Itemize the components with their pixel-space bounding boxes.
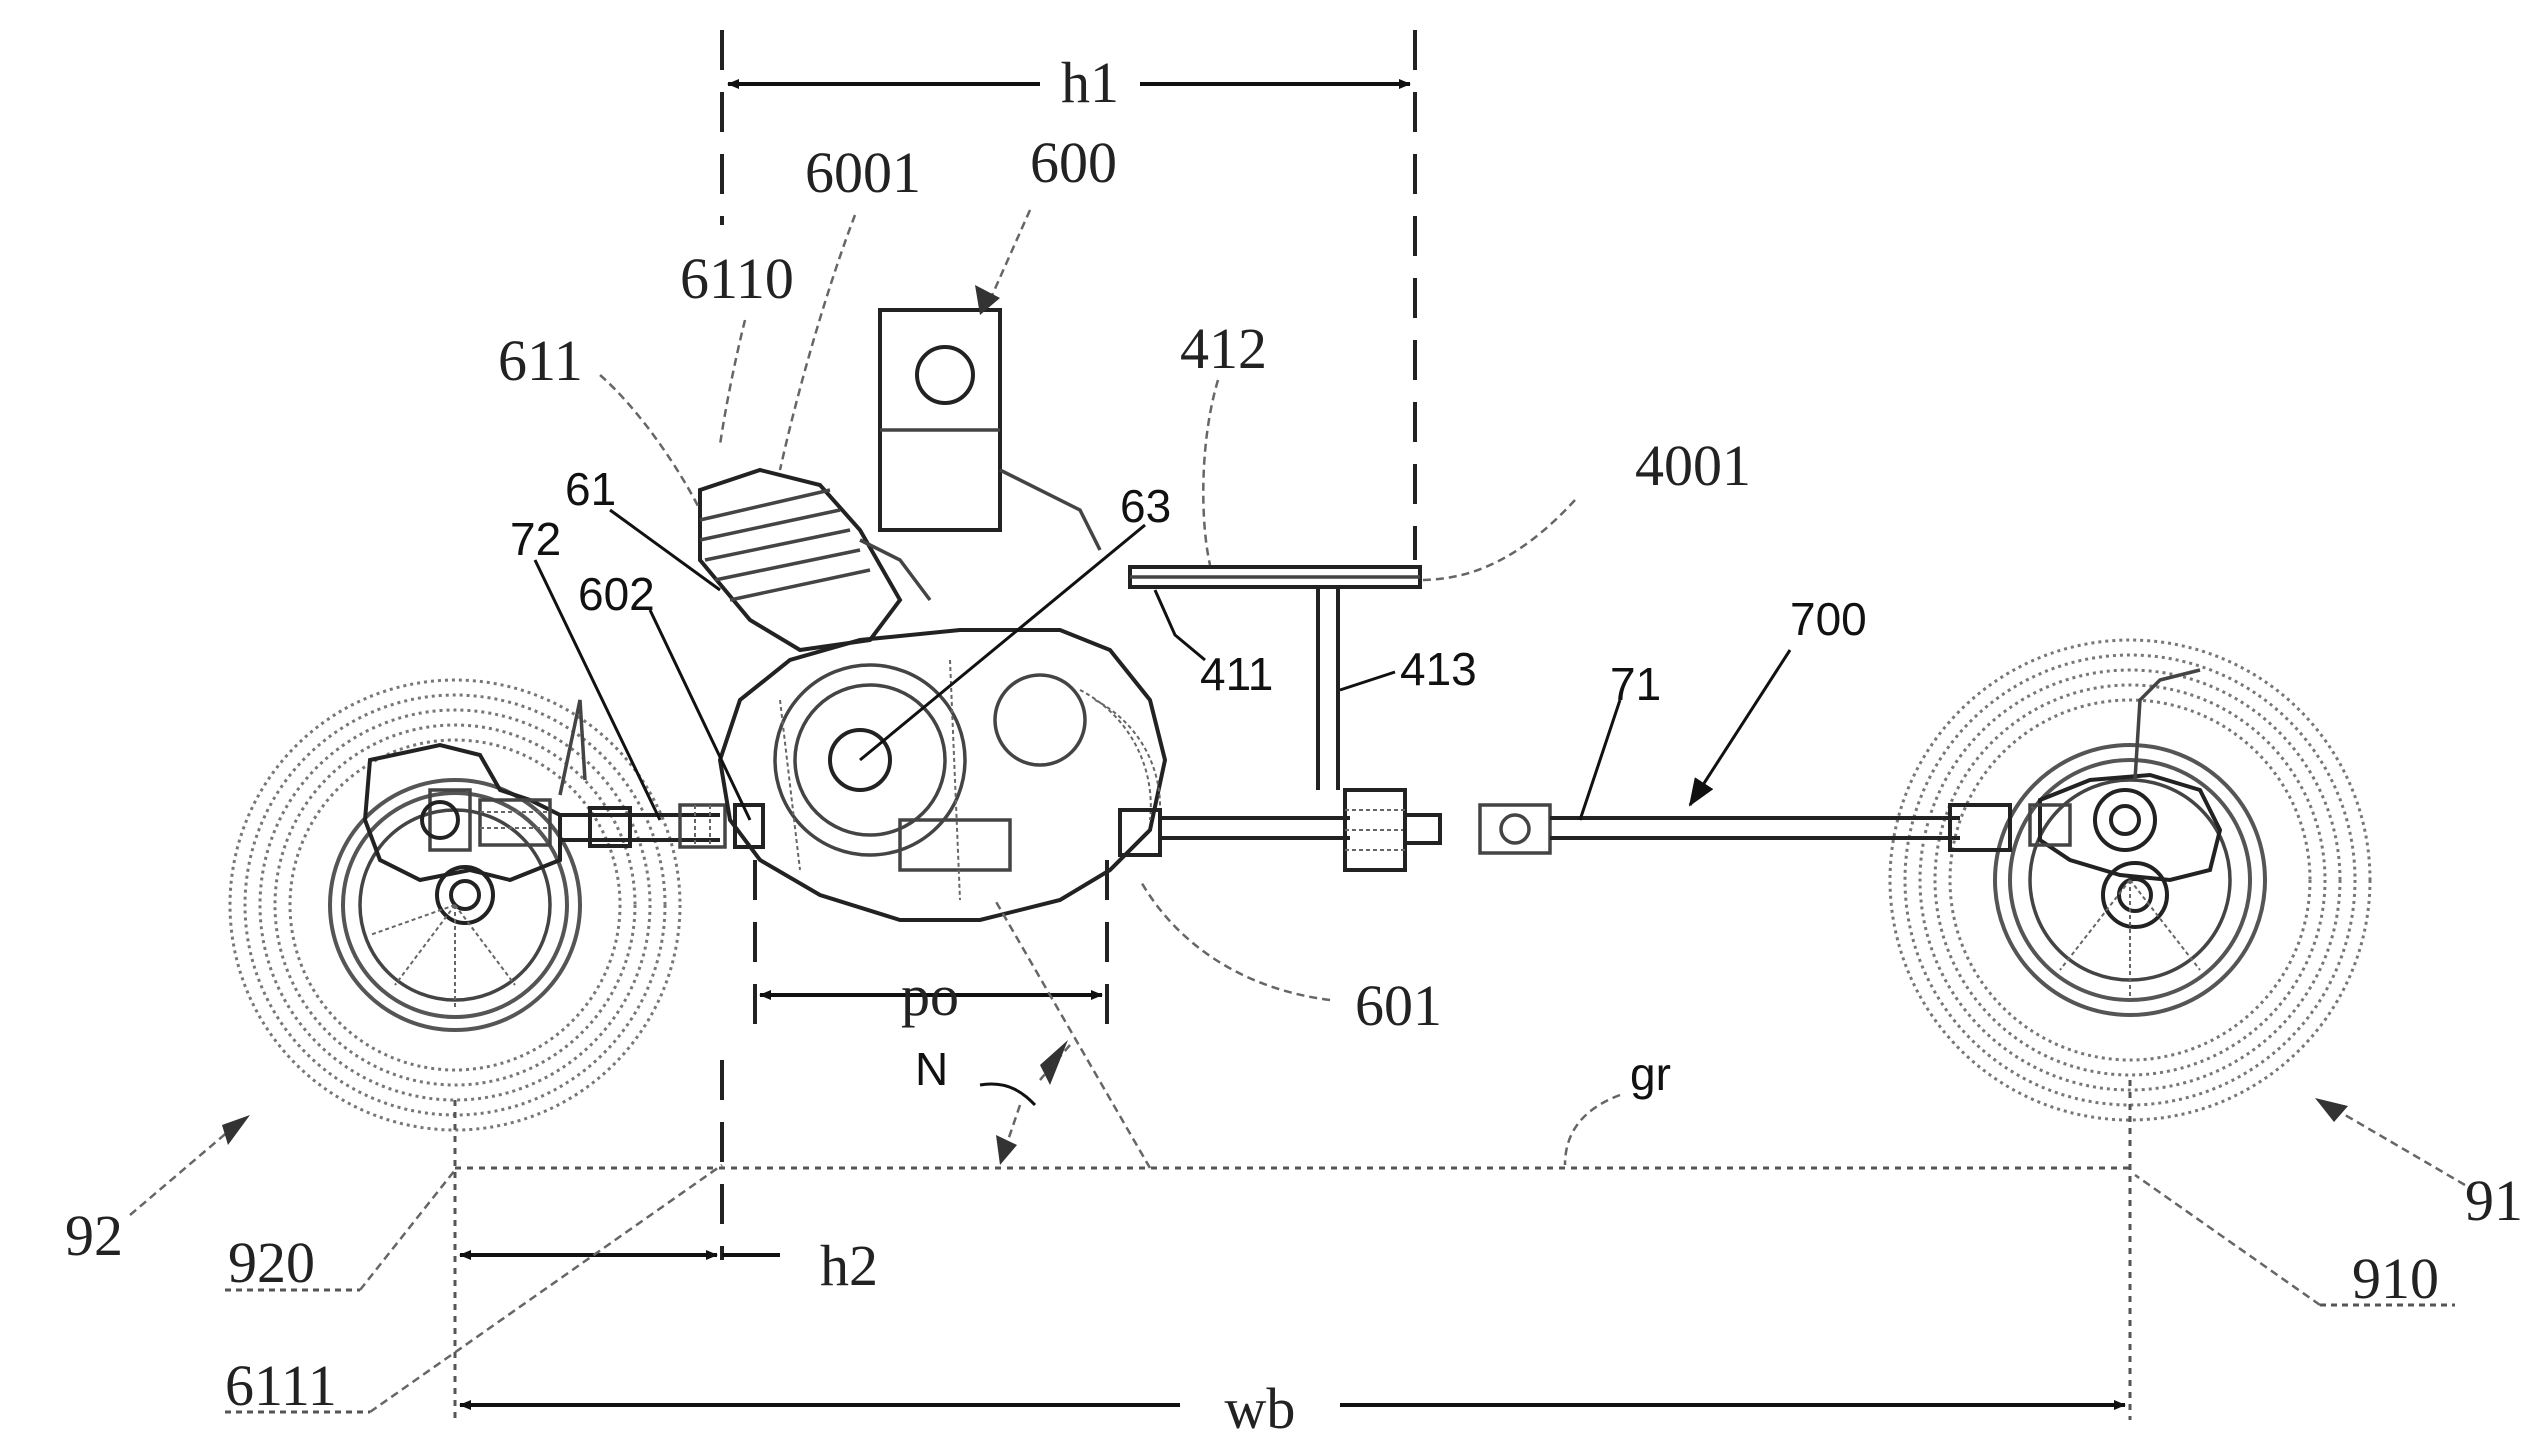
label-412: 412 — [1180, 316, 1267, 381]
label-91: 91 — [2465, 1168, 2523, 1233]
label-910: 910 — [2352, 1246, 2439, 1311]
label-63: 63 — [1120, 480, 1171, 532]
label-wb: wb — [1225, 1376, 1296, 1436]
label-411: 411 — [1200, 648, 1273, 700]
label-611: 611 — [498, 328, 583, 393]
label-600: 600 — [1030, 130, 1117, 195]
label-gr: gr — [1630, 1048, 1671, 1100]
label-71: 71 — [1610, 658, 1661, 710]
label-N: N — [915, 1043, 948, 1095]
label-po: po — [901, 963, 959, 1028]
label-700: 700 — [1790, 593, 1867, 645]
label-61: 61 — [565, 463, 616, 515]
label-92: 92 — [65, 1203, 123, 1268]
label-h1: h1 — [1061, 50, 1119, 115]
label-602: 602 — [578, 568, 655, 620]
label-601: 601 — [1355, 973, 1442, 1038]
engine-600 — [700, 310, 1165, 920]
label-920: 920 — [228, 1230, 315, 1295]
dimension-wb — [460, 1080, 2130, 1420]
dimension-h2 — [455, 1060, 780, 1420]
label-72: 72 — [510, 513, 561, 565]
label-6001: 6001 — [805, 140, 921, 205]
label-413: 413 — [1400, 643, 1477, 695]
front-wheel-91 — [1890, 640, 2370, 1120]
label-h2: h2 — [820, 1233, 878, 1298]
label-6110: 6110 — [680, 246, 794, 311]
label-6111: 6111 — [225, 1353, 337, 1418]
label-4001: 4001 — [1635, 433, 1751, 498]
